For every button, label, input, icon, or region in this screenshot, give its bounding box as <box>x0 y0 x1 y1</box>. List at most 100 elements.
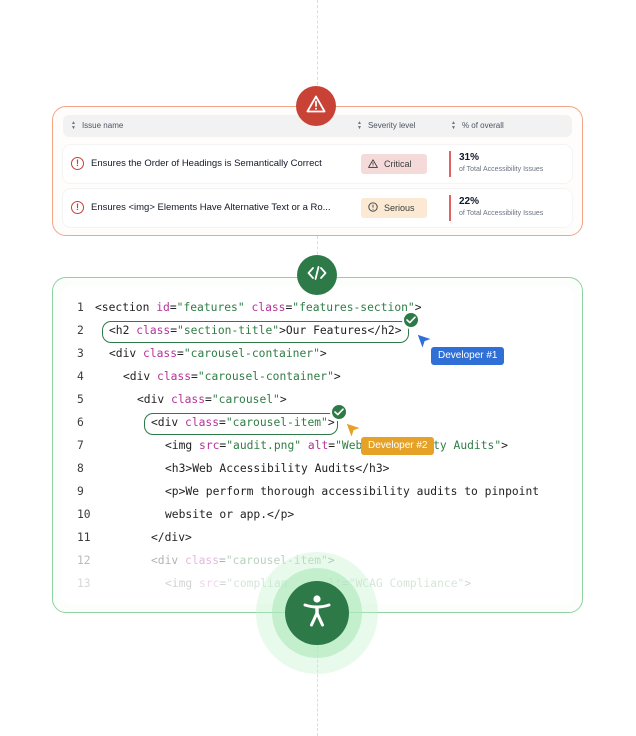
code-attribute: src <box>199 577 220 590</box>
code-attribute: alt <box>307 439 329 452</box>
code-token: > <box>464 577 472 590</box>
code-token: > <box>333 370 341 383</box>
code-token: = <box>285 301 293 314</box>
code-string: "carousel-container" <box>183 347 320 360</box>
line-number: 12 <box>77 554 91 567</box>
issue-name: Ensures the Order of Headings is Semanti… <box>91 158 322 169</box>
code-token: > <box>414 301 422 314</box>
code-text: <div class="carousel"> <box>137 390 287 410</box>
code-string: "carousel-container" <box>197 370 334 383</box>
line-number: 2 <box>77 324 84 337</box>
code-token: = <box>170 324 178 337</box>
issues-table-card: ▲▼ Issue name ▲▼ Severity level ▲▼ % of … <box>52 106 583 236</box>
column-percent-overall[interactable]: ▲▼ % of overall <box>451 120 504 131</box>
code-token: <img <box>165 439 200 452</box>
code-line: 12 <div class="carousel-item"> <box>61 551 574 571</box>
code-attribute: class <box>251 301 286 314</box>
accessibility-person-icon <box>302 594 332 633</box>
code-text: <div class="carousel-container"> <box>109 344 327 364</box>
sort-icon: ▲▼ <box>71 120 76 131</box>
code-attribute: class <box>157 370 192 383</box>
check-icon <box>402 311 420 329</box>
code-token: <div <box>151 416 186 429</box>
code-token: = <box>219 439 227 452</box>
code-string: "carousel-item" <box>225 554 328 567</box>
code-string: "features" <box>176 301 245 314</box>
code-token: <div <box>109 347 144 360</box>
code-token: <h2 <box>109 324 137 337</box>
line-number: 11 <box>77 531 91 544</box>
code-line: 10 website or app.</p> <box>61 505 574 525</box>
code-line: 4 <div class="carousel-container"> <box>61 367 574 387</box>
code-token: = <box>177 347 184 360</box>
code-token: > <box>279 393 287 406</box>
code-token: = <box>328 439 336 452</box>
code-string: "carousel-item" <box>225 416 328 429</box>
code-token: <img <box>165 577 200 590</box>
code-token: = <box>191 370 198 383</box>
code-text: <div class="carousel-item"> <box>151 413 335 433</box>
code-token: <section <box>95 301 157 314</box>
issues-table-header: ▲▼ Issue name ▲▼ Severity level ▲▼ % of … <box>63 115 572 137</box>
code-text: <p>We perform thorough accessibility aud… <box>165 482 539 502</box>
code-text: website or app.</p> <box>165 505 294 525</box>
code-icon <box>307 265 327 286</box>
alert-circle-icon: ! <box>71 201 84 214</box>
code-string: ity Audits" <box>426 439 502 452</box>
code-line: 1<section id="features" class="features-… <box>61 298 574 318</box>
accessibility-button[interactable] <box>285 581 349 645</box>
line-number: 4 <box>77 370 84 383</box>
code-token <box>301 439 308 452</box>
cursor-arrow-icon <box>416 333 434 356</box>
code-token: = <box>205 393 212 406</box>
code-token: = <box>169 301 177 314</box>
warning-badge <box>296 86 336 126</box>
column-severity-level[interactable]: ▲▼ Severity level <box>357 120 416 131</box>
percent-of-overall: 31% of Total Accessibility Issues <box>449 151 543 177</box>
connector-line-bottom <box>317 640 318 736</box>
code-token: > <box>327 554 335 567</box>
sort-icon: ▲▼ <box>451 120 456 131</box>
code-string: "complian <box>226 577 288 590</box>
code-text: <div class="carousel-item"> <box>151 551 335 571</box>
alert-circle-icon: ! <box>71 157 84 170</box>
highlight-line-6 <box>144 413 338 435</box>
code-attribute: src <box>199 439 220 452</box>
code-string: "section-title" <box>177 324 280 337</box>
warning-triangle-icon <box>368 158 378 170</box>
code-token: <div <box>151 554 186 567</box>
code-line: 8<h3>Web Accessibility Audits</h3> <box>61 459 574 479</box>
sort-icon: ▲▼ <box>357 120 362 131</box>
line-number: 10 <box>77 508 91 521</box>
issue-row[interactable]: ! Ensures the Order of Headings is Seman… <box>63 145 572 183</box>
code-token: <div <box>137 393 172 406</box>
cursor-arrow-icon <box>345 422 363 445</box>
code-editor-card: 1<section id="features" class="features-… <box>52 277 583 613</box>
code-line: 9<p>We perform thorough accessibility au… <box>61 482 574 502</box>
code-attribute: class <box>185 554 220 567</box>
code-token: = <box>219 577 227 590</box>
column-issue-name[interactable]: ▲▼ Issue name <box>71 120 124 131</box>
code-line: 6<div class="carousel-item"> <box>61 413 574 433</box>
code-token: </div> <box>151 531 192 544</box>
line-number: 8 <box>77 462 84 475</box>
code-string: "audit.png" <box>226 439 302 452</box>
code-line: 3 <div class="carousel-container"> <box>61 344 574 364</box>
code-string: "carousel" <box>211 393 280 406</box>
code-attribute: class <box>136 324 171 337</box>
code-token: = <box>219 416 226 429</box>
code-string: "Web <box>335 439 363 452</box>
line-number: 3 <box>77 347 84 360</box>
code-string: "WCAG Compliance" <box>348 577 465 590</box>
code-attribute: class <box>143 347 178 360</box>
code-token: website or app.</p> <box>165 508 295 521</box>
code-token: <div <box>123 370 158 383</box>
code-text: <div class="carousel-container"> <box>123 367 341 387</box>
issue-row[interactable]: ! Ensures <img> Elements Have Alternativ… <box>63 189 572 227</box>
connector-line-top <box>317 0 318 90</box>
code-attribute: class <box>171 393 206 406</box>
code-token: > <box>319 347 327 360</box>
developer-2-tag: Developer #2 <box>361 437 435 455</box>
line-number: 13 <box>77 577 91 590</box>
